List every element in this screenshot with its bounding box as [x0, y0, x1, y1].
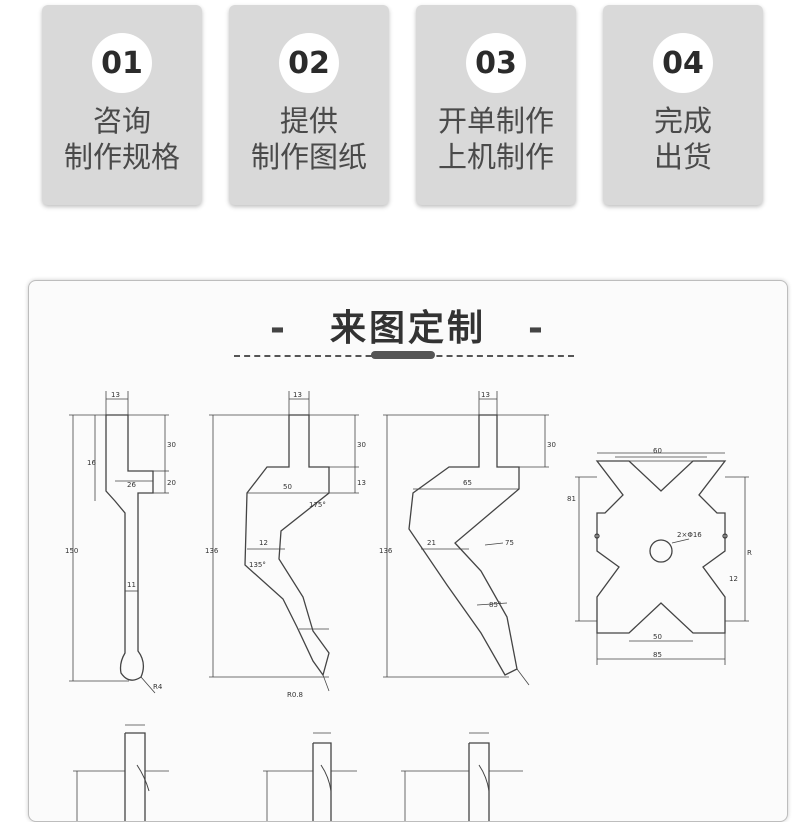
step-label: 完成 出货 — [653, 104, 712, 174]
dim-label: 12 — [729, 575, 738, 583]
dim-label: R — [747, 549, 752, 557]
step-card-3: 03 开单制作 上机制作 — [416, 5, 576, 205]
dim-label: 65 — [463, 479, 472, 487]
dim-label: 30 — [167, 441, 176, 449]
dim-label: 136 — [379, 547, 393, 555]
dim-label: 2×Φ16 — [677, 531, 702, 539]
step-label: 咨询 制作规格 — [63, 104, 180, 174]
dim-label: 30 — [357, 441, 366, 449]
dim-label: 16 — [87, 459, 96, 467]
dim-label: 85° — [489, 601, 501, 609]
step-card-1: 01 咨询 制作规格 — [42, 5, 202, 205]
drawing-punch-1: 13 30 26 20 16 150 11 R4 — [65, 391, 176, 694]
drawing-die-block: 60 81 R 2×Φ16 12 50 85 — [567, 447, 752, 665]
drawing-punch-2: 13 30 50 13 175° 135° 136 12 R0.8 — [205, 391, 366, 699]
step-card-4: 04 完成 出货 — [603, 5, 763, 205]
dim-label: 75 — [505, 539, 514, 547]
step-number: 01 — [92, 33, 152, 93]
drawing-punch-3: 13 30 65 21 75 85° 136 — [379, 391, 556, 686]
custom-drawing-panel: -来图定制- 13 30 26 20 16 — [28, 280, 788, 822]
process-steps: 01 咨询 制作规格 02 提供 制作图纸 03 开单制作 上机制作 04 完成… — [0, 0, 800, 215]
dim-label: 81 — [567, 495, 576, 503]
dim-label: 26 — [127, 481, 136, 489]
step-number: 02 — [279, 33, 339, 93]
dim-label: 11 — [127, 581, 136, 589]
technical-drawings: 13 30 26 20 16 150 11 R4 — [65, 391, 752, 821]
dim-label: R0.8 — [287, 691, 303, 699]
dim-label: 175° — [309, 501, 326, 509]
dim-label: 20 — [167, 479, 176, 487]
dim-label: 50 — [283, 483, 292, 491]
step-number: 04 — [653, 33, 713, 93]
dim-label: 60 — [653, 447, 662, 455]
section-title-text: 来图定制 — [329, 308, 486, 349]
dim-label: 21 — [427, 539, 436, 547]
dim-label: 12 — [259, 539, 268, 547]
dim-label: 50 — [653, 633, 662, 641]
dim-label: 13 — [293, 391, 302, 399]
title-divider-accent — [371, 351, 435, 359]
step-card-2: 02 提供 制作图纸 — [229, 5, 389, 205]
step-number: 03 — [466, 33, 526, 93]
step-label: 提供 制作图纸 — [250, 104, 367, 174]
dim-label: 135° — [249, 561, 266, 569]
dim-label: 85 — [653, 651, 662, 659]
section-title: -来图定制- — [270, 308, 546, 349]
dim-label: 13 — [357, 479, 366, 487]
dim-label: 136 — [205, 547, 219, 555]
drawing-row-2-partial — [73, 724, 523, 821]
dim-label: 13 — [481, 391, 490, 399]
dim-label: 30 — [547, 441, 556, 449]
step-label: 开单制作 上机制作 — [437, 104, 554, 174]
dim-label: 150 — [65, 547, 78, 555]
dim-label: R4 — [153, 683, 163, 691]
dim-label: 13 — [111, 391, 120, 399]
